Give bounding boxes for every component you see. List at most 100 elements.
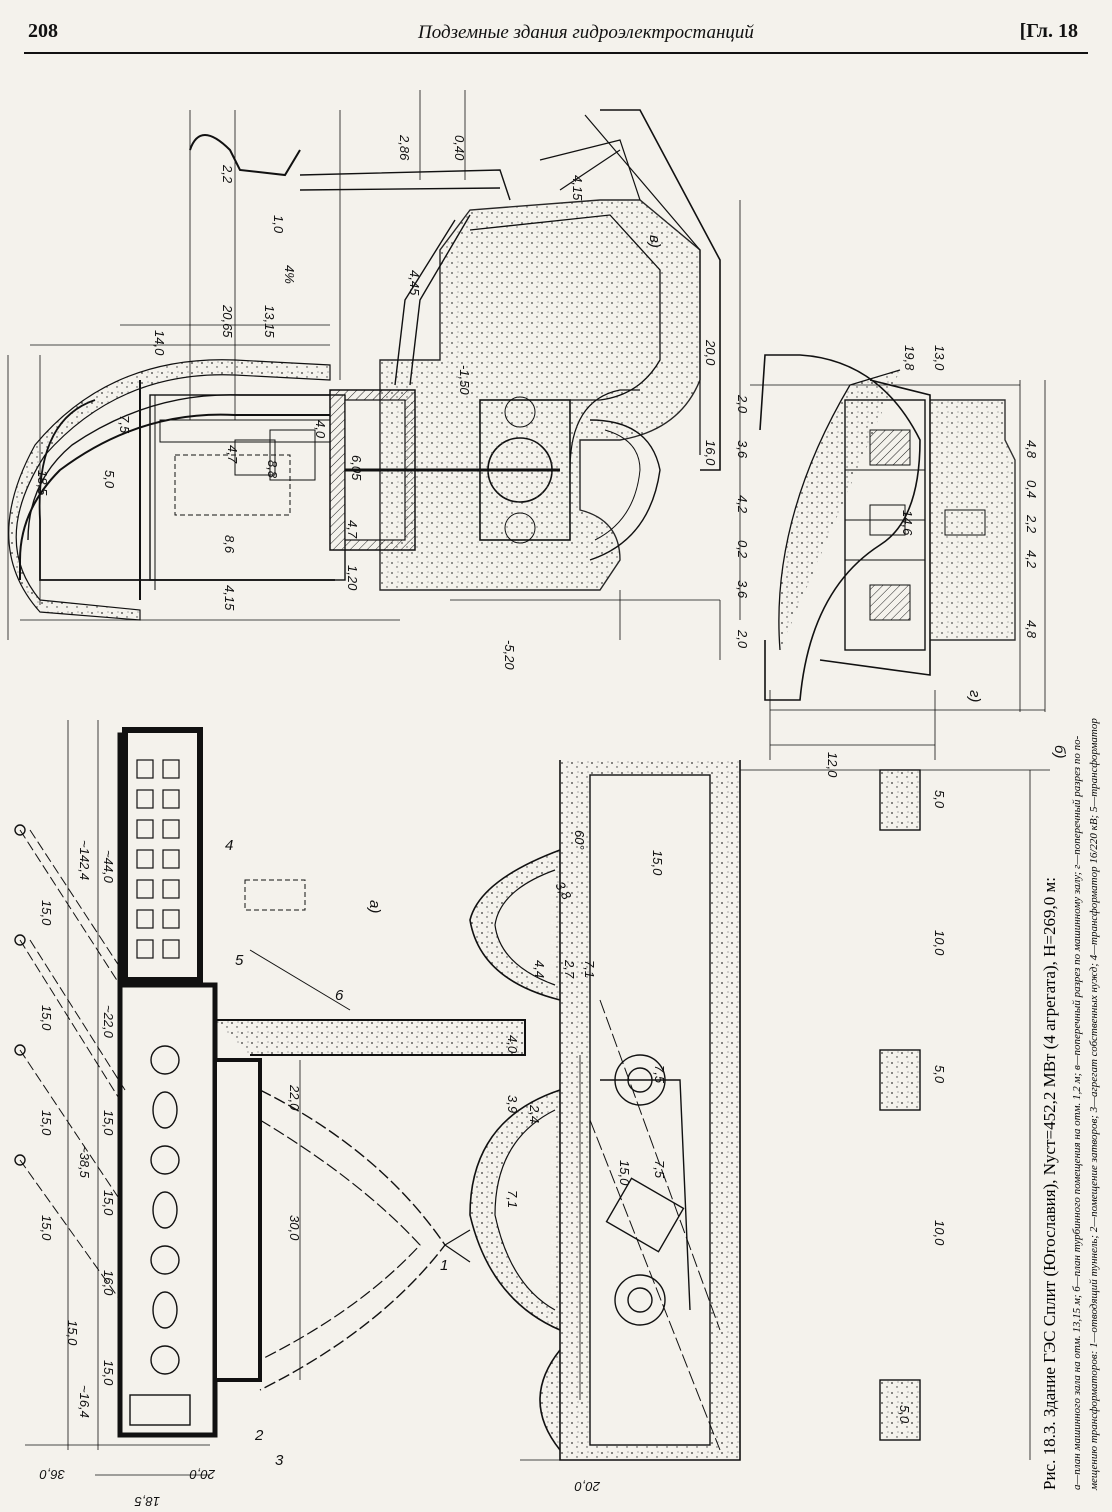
- caption-title: Рис. 18.3. Здание ГЭС Сплит (Югославия),…: [1040, 877, 1059, 1490]
- a-dim-36-0: 36,0: [39, 1467, 65, 1482]
- dim-8-6: 8,6: [222, 535, 237, 554]
- elev-19-8: 19,8: [902, 345, 917, 371]
- dim-16-0: 16,0: [703, 440, 718, 466]
- b-dim-10-0-a: 10,0: [932, 930, 947, 956]
- callout-3: 3: [275, 1452, 284, 1469]
- g-dim-12-0: 12,0: [825, 752, 840, 778]
- dim-2-2: 2,2: [220, 164, 235, 184]
- dim-1-20: 1,20: [345, 565, 360, 591]
- callout-5: 5: [235, 952, 244, 969]
- dim-4-15-b: 4,15: [570, 175, 585, 201]
- dim-20-0: 20,0: [703, 339, 718, 366]
- g-dim-3-6-b: 3,6: [735, 580, 750, 599]
- a-dim-16-0: 16,0: [101, 1270, 116, 1296]
- dim-6-05: 6,05: [349, 455, 364, 481]
- g-dim-2-0-b: 2,0: [735, 629, 750, 649]
- elev-2-86: 2,86: [397, 134, 412, 161]
- dim-7-5: 7,5: [117, 415, 132, 434]
- a-dim-16-4: ~16,4: [77, 1385, 92, 1418]
- b-dim-7-1-b: 7,1: [582, 960, 597, 978]
- b-dim-7-1: 7,1: [505, 1190, 520, 1208]
- b-dim-4-4: 4,4: [532, 960, 547, 978]
- panel-label-a: а): [366, 900, 383, 913]
- section-v-labels: 20,65 13,15 4,45 2,86 0,40 -1,50 -5,20 1…: [35, 134, 718, 670]
- dim-4-7: 4,7: [225, 445, 240, 464]
- elev-minus-1-50: -1,50: [457, 365, 472, 395]
- a-dim-15-0-c: 15,0: [39, 1110, 54, 1136]
- callout-6: 6: [335, 987, 344, 1004]
- plan-a-labels: ~142,4 ~44,0 ~22,0 ~38,5 15,0 15,0 15,0 …: [39, 837, 448, 1509]
- a-dim-15-0-f: 15,0: [101, 1360, 116, 1386]
- page-number: 208: [28, 20, 58, 42]
- running-title: Подземные здания гидроэлектростанций: [418, 22, 754, 43]
- caption-line-1: а—план машинного зала на отм. 13,15 м; б…: [1071, 735, 1083, 1490]
- dim-8-8: 8,8: [265, 460, 280, 479]
- dim-5-0: 5,0: [102, 470, 117, 489]
- panel-label-g: г): [966, 690, 983, 702]
- panel-label-v: в): [646, 235, 663, 248]
- callout-2: 2: [254, 1427, 264, 1444]
- g-dim-2-2: 2,2: [1024, 514, 1039, 534]
- g-dim-4-2: 4,2: [735, 495, 750, 514]
- b-dim-60-deg: 60°: [572, 830, 587, 850]
- elev-0-40: 0,40: [452, 135, 467, 161]
- a-dim-22-0-b: 22,0: [287, 1084, 302, 1111]
- callout-1: 1: [440, 1257, 448, 1274]
- g-dim-0-2: 0,2: [735, 540, 750, 559]
- elev-minus-5-20: -5,20: [502, 640, 517, 670]
- b-dim-2-4: 2,4: [527, 1104, 542, 1123]
- a-dim-30-0: 30,0: [287, 1215, 302, 1241]
- g-dim-14-6: 14,6: [900, 510, 915, 536]
- dim-4-percent: 4%: [282, 265, 297, 284]
- section-v-drawing: [7, 90, 741, 660]
- plan-a-drawing: [14, 720, 526, 1476]
- a-dim-15-0-d: 15,0: [101, 1110, 116, 1136]
- g-dim-4-2-b: 4,2: [1024, 550, 1039, 569]
- a-dim-15-0-e: 15,0: [101, 1190, 116, 1216]
- g-dim-4-8: 4,8: [1024, 440, 1039, 459]
- a-dim-22-0: ~22,0: [101, 1005, 116, 1039]
- dim-4-15: 4,15: [222, 585, 237, 611]
- header-rule: [24, 52, 1088, 54]
- dim-4-0: 4,0: [313, 420, 328, 439]
- dim-18-5: 18,5: [35, 470, 50, 496]
- elev-13-0: 13,0: [932, 345, 947, 371]
- page-header: 208 Подземные здания гидроэлектростанций…: [28, 18, 1092, 52]
- a-dim-18-5: 18,5: [134, 1494, 160, 1509]
- a-dim-15-0-a: 15,0: [39, 900, 54, 926]
- g-dim-3-6: 3,6: [735, 440, 750, 459]
- b-dim-3-9: 3,9: [505, 1095, 520, 1113]
- b-dim-10-0-b: 10,0: [932, 1220, 947, 1246]
- plan-b-drawing: [469, 760, 1050, 1461]
- b-dim-5-0-c: 5,0: [897, 1405, 912, 1424]
- a-dim-15-0-b: 15,0: [39, 1005, 54, 1031]
- b-dim-5-0-a: 5,0: [932, 790, 947, 809]
- g-dim-2-0: 2,0: [735, 394, 750, 414]
- callout-4: 4: [225, 837, 233, 854]
- a-dim-142-4: ~142,4: [77, 840, 92, 880]
- a-dim-15-0-g: 15,0: [39, 1215, 54, 1241]
- section-g-labels: 19,8 13,0 2,0 3,6 4,2 0,2 3,6 2,0 14,6 4…: [735, 345, 1039, 778]
- b-dim-15-0-a: 15,0: [650, 850, 665, 876]
- figure-caption: Рис. 18.3. Здание ГЭС Сплит (Югославия),…: [1040, 718, 1100, 1491]
- b-dim-7-5-b: 7,5: [652, 1160, 667, 1179]
- b-dim-2-7: 2,7: [562, 959, 577, 979]
- dim-14-0: 14,0: [152, 330, 167, 356]
- b-dim-20-0: 20,0: [574, 1479, 601, 1494]
- b-dim-5-0-b: 5,0: [932, 1065, 947, 1084]
- section-g-drawing: [750, 354, 1046, 760]
- dim-1-0: 1,0: [271, 215, 286, 234]
- b-dim-15-0-b: 15,0: [617, 1160, 632, 1186]
- a-dim-20-0: 20,0: [189, 1467, 216, 1482]
- dim-4-7-b: 4,7: [345, 520, 360, 539]
- b-dim-7-5-a: 7,5: [652, 1065, 667, 1084]
- panel-label-b: б): [1051, 745, 1068, 758]
- a-dim-44-0: ~44,0: [101, 850, 116, 884]
- chapter-marker: [Гл. 18: [1019, 20, 1078, 42]
- plan-b-labels: 4,0 3,9 2,4 7,1 4,4 2,7 7,1 3,8 60° 15,0…: [505, 745, 1068, 1494]
- a-dim-15-0-h: 15,0: [65, 1320, 80, 1346]
- elev-4-45: 4,45: [407, 270, 422, 296]
- a-dim-38-5: ~38,5: [77, 1145, 92, 1179]
- b-dim-4-0: 4,0: [505, 1035, 520, 1054]
